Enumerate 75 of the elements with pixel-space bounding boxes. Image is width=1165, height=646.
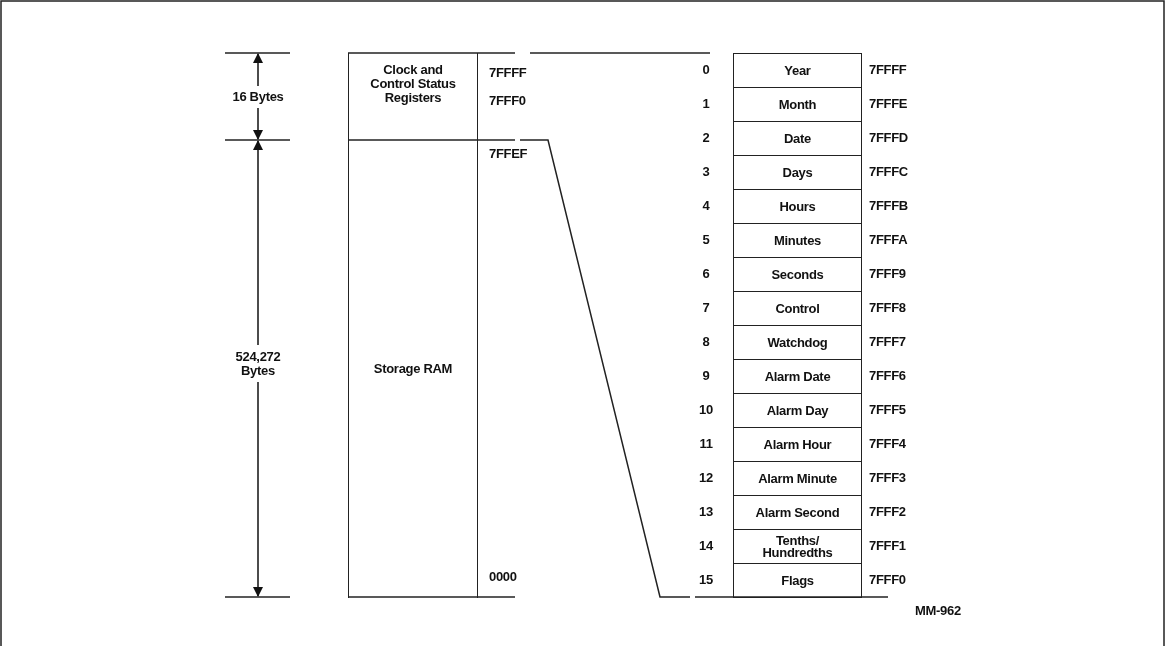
register-address: 7FFF0 [869,573,906,587]
register-cell [733,359,862,394]
register-cell [733,87,862,122]
register-name: Minutes [774,233,821,248]
register-index: 0 [701,63,711,77]
register-index: 7 [701,301,711,315]
register-cell [733,189,862,224]
register-address: 7FFF1 [869,539,906,553]
register-index: 4 [701,199,711,213]
register-address: 7FFF8 [869,301,906,315]
register-name: Date [784,131,811,146]
register-name: Tenths/ Hundredths [761,534,834,559]
address-label: 7FFF0 [489,94,526,108]
register-index: 15 [698,573,714,587]
register-cell [733,325,862,360]
register-index: 5 [701,233,711,247]
register-name: Control [775,301,820,316]
register-index: 13 [698,505,714,519]
register-index: 14 [698,539,715,553]
dimension-label: 524,272 Bytes [234,350,282,378]
register-name: Alarm Minute [758,471,837,486]
register-cell [733,461,862,496]
register-name: Month [778,97,817,112]
register-index: 1 [701,97,711,111]
register-cell [733,393,862,428]
address-label: 7FFEF [489,147,528,161]
register-address: 7FFF7 [869,335,906,349]
figure-code: MM-962 [915,604,961,618]
register-name: Watchdog [767,335,828,350]
register-index: 3 [701,165,711,179]
register-cell [733,53,862,88]
register-index: 8 [701,335,711,349]
dimension-label: 16 Bytes [231,90,285,104]
register-cell [733,427,862,462]
register-cell [733,223,862,258]
register-cell [733,529,862,564]
register-address: 7FFF6 [869,369,906,383]
register-address: 7FFF9 [869,267,906,281]
register-cell [733,495,862,530]
register-address: 7FFF2 [869,505,906,519]
register-name: Flags [781,573,814,588]
register-address: 7FFFF [869,63,907,77]
register-index: 6 [701,267,711,281]
register-index: 10 [698,403,714,417]
register-index: 12 [698,471,714,485]
register-address: 7FFF4 [869,437,906,451]
register-name: Year [784,63,811,78]
register-cell [733,291,862,326]
register-cell [733,155,862,190]
register-address: 7FFFC [869,165,908,179]
register-name: Seconds [771,267,824,282]
register-cell [733,121,862,156]
address-label: 0000 [489,570,517,584]
register-block [348,53,478,141]
memory-block [348,140,478,598]
register-cell [733,563,862,598]
register-name: Alarm Date [764,369,831,384]
register-name: Hours [779,199,816,214]
register-index: 9 [701,369,711,383]
block-label: Clock and Control Status Registers [369,63,457,105]
register-address: 7FFFD [869,131,908,145]
register-cell [733,257,862,292]
register-index: 11 [698,437,714,451]
register-name: Days [782,165,813,180]
register-name: Alarm Day [766,403,829,418]
register-address: 7FFFE [869,97,908,111]
register-address: 7FFF3 [869,471,906,485]
register-name: Alarm Second [755,505,840,520]
address-label: 7FFFF [489,66,527,80]
block-label: Storage RAM [372,362,454,376]
register-address: 7FFFB [869,199,908,213]
register-address: 7FFF5 [869,403,906,417]
register-index: 2 [701,131,711,145]
register-address: 7FFFA [869,233,908,247]
register-name: Alarm Hour [763,437,832,452]
